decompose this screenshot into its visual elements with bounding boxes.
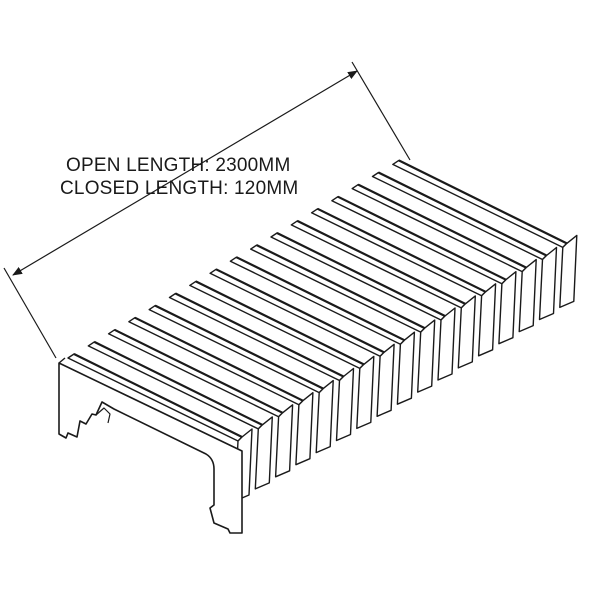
fold-top-face [87,341,263,430]
fold-top-face [331,196,507,285]
fold-top-face [189,280,365,370]
bellows-fold [371,171,558,321]
fold-ridge-line [378,171,547,257]
bellows-fold [229,256,416,405]
fold-top-face [310,208,487,297]
fold-ridge-line [398,159,568,245]
fold-top-face [250,244,426,333]
extension-line-right [351,61,411,161]
open-length-label: OPEN LENGTH: 2300MM [66,155,291,176]
fold-ridge-line [73,353,243,438]
fold-ridge-line [114,328,284,414]
fold-top-face [392,159,568,249]
end-plate [58,357,243,534]
fold-ridge-line [317,207,487,293]
bellows-fold [250,244,436,393]
bellows-fold [107,328,294,478]
bellows-fold [189,280,375,430]
fold-top-face [371,171,548,261]
dimension-line [12,70,358,276]
end-plate-edge [58,357,66,364]
fold-ridge-line [235,256,405,342]
bellows-fold [310,207,497,357]
bellows-fold [87,340,273,490]
fold-top-face [128,317,304,406]
fold-ridge-line [296,219,466,305]
fold-ridge-line [175,292,344,378]
extension-line-left [3,267,57,359]
bellows-fold [290,219,476,369]
fold-top-face [270,232,446,321]
fold-top-face [351,183,527,273]
fold-ridge-line [276,232,446,317]
fold-top-face [290,220,466,309]
fold-ridge-line [195,280,365,366]
fold-ridge-line [93,340,263,426]
end-plate-outline [58,362,243,534]
closed-length-label: CLOSED LENGTH: 120MM [60,178,299,199]
bellows-fold [209,268,395,417]
bellows-fold [331,195,517,345]
bellows-fold [270,232,456,381]
fold-ridge-line [134,316,304,402]
bellows-folds [67,159,578,502]
fold-ridge-line [337,195,507,281]
fold-ridge-line [357,183,527,269]
bellows-fold [148,304,334,454]
fold-top-face [148,304,324,394]
fold-top-face [209,268,385,357]
bellows-fold [351,183,537,333]
end-plate-inner-notch [95,407,111,424]
fold-top-face [168,292,345,382]
dimension-group [3,61,411,359]
bellows-fold [168,292,355,442]
fold-ridge-line [215,268,385,354]
fold-ridge-line [256,244,426,330]
bellows-fold [392,159,578,309]
fold-top-face [229,256,406,345]
bellows-fold [128,316,314,466]
fold-ridge-line [154,304,324,390]
